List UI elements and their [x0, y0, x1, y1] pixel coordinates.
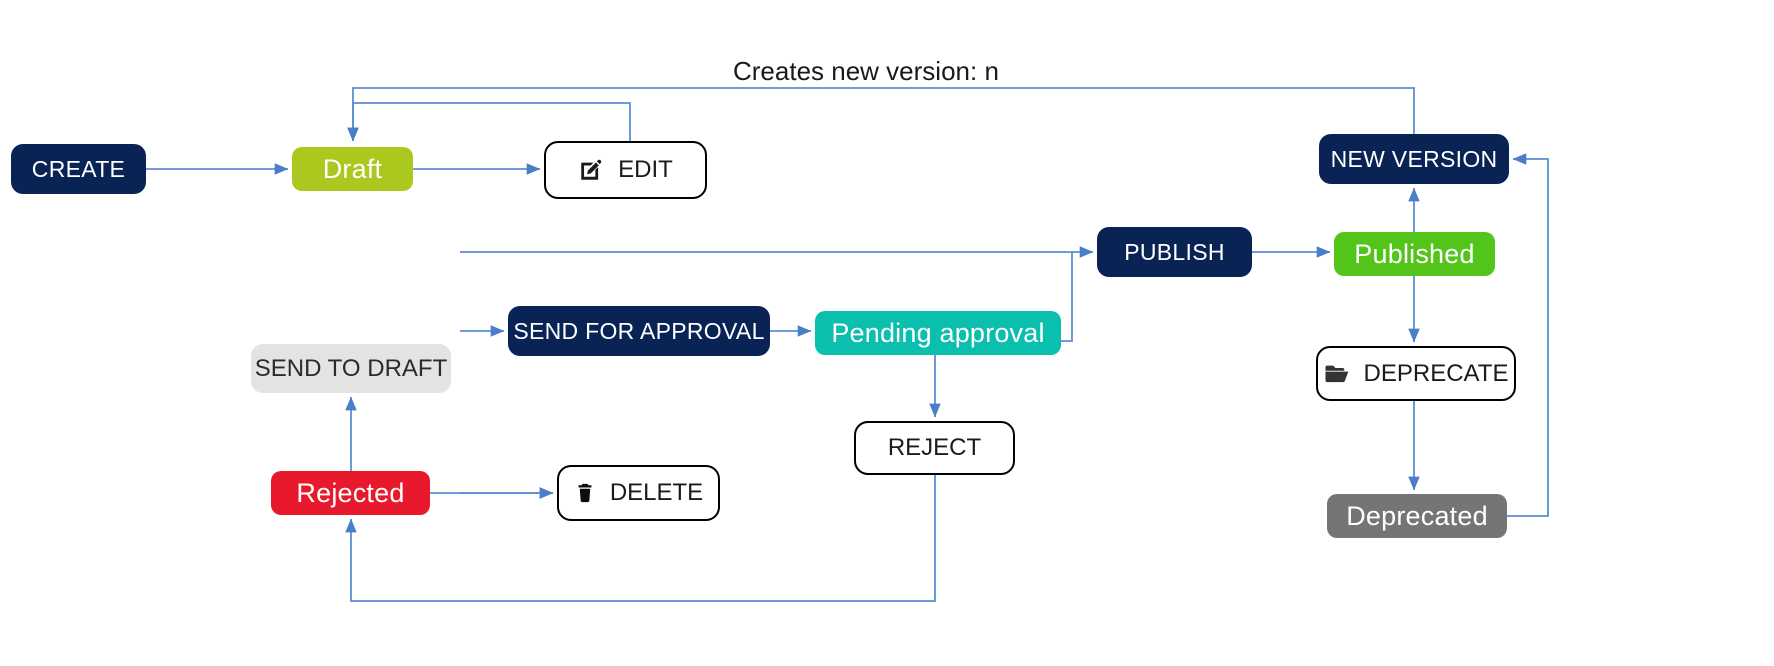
node-label-edit: EDIT	[618, 156, 673, 183]
node-delete[interactable]: DELETE	[557, 465, 720, 521]
edge-edit-to-draft	[347, 102, 631, 142]
node-label-send-for-approval: SEND FOR APPROVAL	[513, 317, 765, 344]
node-label-draft: Draft	[322, 153, 383, 184]
node-deprecate[interactable]: DEPRECATE	[1316, 346, 1516, 401]
node-create[interactable]: CREATE	[11, 144, 146, 194]
node-pending-approval[interactable]: Pending approval	[815, 311, 1061, 355]
trash-icon	[574, 481, 596, 505]
node-label-reject: REJECT	[887, 434, 982, 461]
edge-pending-to-publish	[1061, 252, 1073, 342]
node-label-rejected: Rejected	[296, 477, 405, 508]
node-send-to-draft[interactable]: SEND TO DRAFT	[251, 344, 451, 393]
edge-new-version-creates-new-draft	[347, 87, 1415, 142]
node-label-publish: PUBLISH	[1124, 238, 1225, 265]
node-draft[interactable]: Draft	[292, 147, 413, 191]
edge-deprecated-to-new-version	[1507, 153, 1549, 517]
node-deprecated[interactable]: Deprecated	[1327, 494, 1507, 538]
node-label-delete: DELETE	[609, 479, 704, 506]
node-edit[interactable]: EDIT	[544, 141, 707, 199]
node-new-version[interactable]: NEW VERSION	[1319, 134, 1509, 184]
node-label-pending-approval: Pending approval	[831, 317, 1045, 348]
node-label-new-version: NEW VERSION	[1330, 145, 1498, 172]
node-label-create: CREATE	[31, 155, 126, 182]
node-label-deprecate: DEPRECATE	[1363, 359, 1509, 387]
node-publish[interactable]: PUBLISH	[1097, 227, 1252, 277]
node-published[interactable]: Published	[1334, 232, 1495, 276]
edge-label-creates-new-version: Creates new version: n	[733, 56, 999, 86]
node-rejected[interactable]: Rejected	[271, 471, 430, 515]
node-send-for-approval[interactable]: SEND FOR APPROVAL	[508, 306, 770, 356]
pencil-square-icon	[578, 157, 604, 183]
node-label-send-to-draft: SEND TO DRAFT	[254, 354, 448, 382]
node-label-published: Published	[1354, 238, 1475, 269]
folder-icon	[1324, 363, 1350, 385]
node-label-deprecated: Deprecated	[1346, 500, 1488, 531]
node-reject[interactable]: REJECT	[854, 421, 1015, 475]
